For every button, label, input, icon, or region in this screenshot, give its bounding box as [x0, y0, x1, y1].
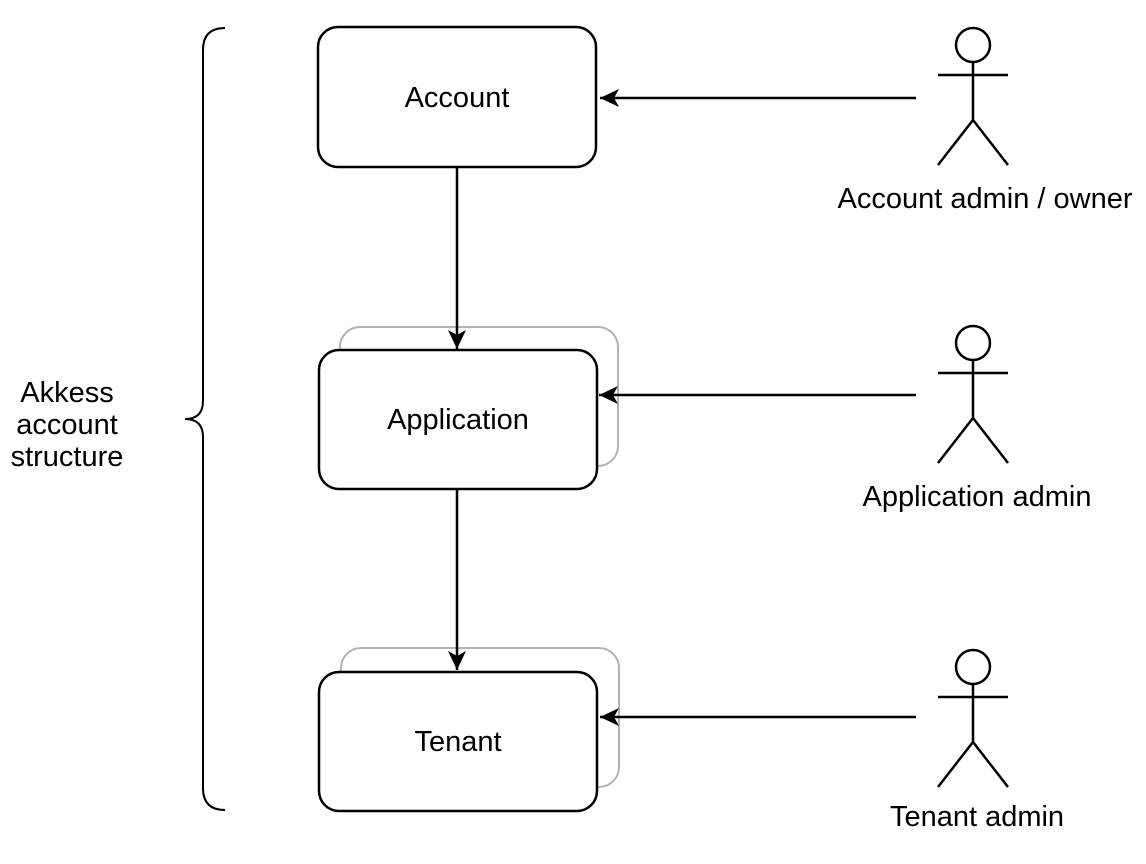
node-account: Account — [316, 25, 598, 169]
node-application: Application — [317, 348, 599, 491]
actor-left-leg-icon — [937, 741, 974, 788]
node-tenant-label: Tenant — [414, 726, 501, 758]
node-account-box — [316, 25, 598, 169]
group-label-line-1: Akkess — [20, 377, 113, 409]
actor-application-admin: Application admin — [863, 324, 1092, 513]
actor-tenant-admin: Tenant admin — [890, 648, 1064, 833]
node-application-label: Application — [387, 404, 529, 436]
node-account-label: Account — [405, 82, 510, 114]
actor-head-icon — [954, 324, 992, 362]
actor-account-admin-label: Account admin / owner — [838, 183, 1133, 215]
actor-account-admin: Account admin / owner — [838, 26, 1133, 215]
actor-right-leg-icon — [972, 741, 1009, 788]
actor-tenant-admin-label: Tenant admin — [890, 801, 1064, 833]
actor-application-admin-label: Application admin — [863, 481, 1092, 513]
group-brace — [184, 27, 226, 811]
group-label: Akkess account structure — [11, 377, 124, 473]
group-label-line-2: account — [16, 409, 118, 441]
actor-head-icon — [954, 648, 992, 686]
actor-left-leg-icon — [937, 119, 974, 166]
node-tenant: Tenant — [317, 670, 599, 813]
node-application-box — [317, 348, 599, 491]
actor-left-leg-icon — [937, 417, 974, 464]
node-tenant-box — [317, 670, 599, 813]
actor-right-leg-icon — [972, 119, 1009, 166]
group-label-line-3: structure — [11, 441, 124, 473]
actor-right-leg-icon — [972, 417, 1009, 464]
actor-head-icon — [954, 26, 992, 64]
